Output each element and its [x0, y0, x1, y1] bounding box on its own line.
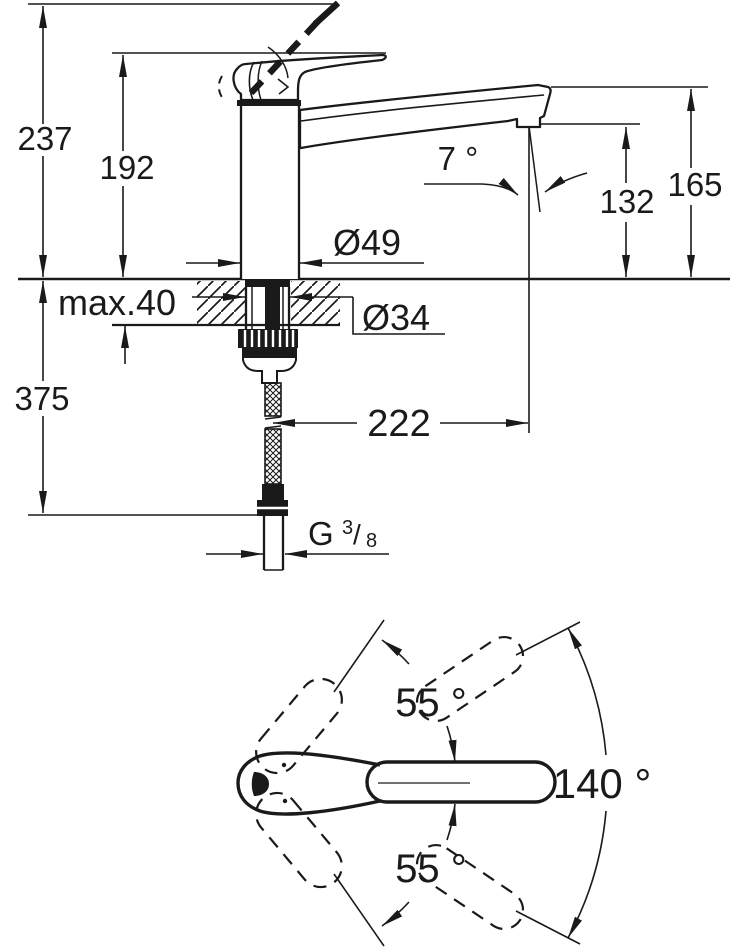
- angle-boundary-lines: [333, 619, 581, 947]
- dim-outlet-angle: 7 °: [438, 140, 479, 177]
- pivot-dot-bottom: [282, 798, 288, 804]
- handle-lever: [232, 53, 387, 102]
- dim-upper-handle-angle: 55 °: [395, 681, 467, 725]
- dim-spout-end-height: 165: [667, 166, 722, 203]
- faucet-body: [217, 0, 552, 279]
- dimension-total-height: 237: [17, 6, 73, 277]
- handle-positions-dashed: [255, 635, 525, 931]
- handle-collar-arc: [248, 61, 255, 101]
- pivot-dot-top: [281, 762, 287, 768]
- mounting-nut: [238, 329, 298, 384]
- top-view: 55 ° 55 ° 140 °: [236, 619, 652, 947]
- connection-pipe: [262, 516, 285, 571]
- handle-plan-view: [236, 751, 557, 816]
- paddle-marker: [251, 772, 269, 796]
- dimension-thread: G 3 / 8: [206, 515, 389, 558]
- dimension-outlet-height: 132: [599, 127, 655, 277]
- dim-thread-slash: /: [353, 519, 361, 550]
- deck-hatch-right: [291, 281, 340, 325]
- handle-ghost-upper-left: [255, 677, 343, 775]
- dimension-max-deck-thickness: max.40: [58, 282, 245, 364]
- dim-thread-numerator: 3: [342, 517, 353, 539]
- handle-ghost-upper-right: [415, 635, 525, 723]
- raised-handle-dashed: [248, 0, 341, 96]
- dimension-base-diameter: Ø49: [186, 222, 424, 267]
- handle-arm: [365, 760, 557, 804]
- dimension-spout-reach: 222: [273, 403, 528, 445]
- supply-hose: [257, 382, 288, 571]
- handle-angle-arcs: 55 ° 55 °: [381, 639, 467, 927]
- dim-spout-reach: 222: [367, 403, 430, 445]
- handle-paddle: [236, 751, 381, 816]
- dimension-handle-height: 192: [99, 55, 155, 277]
- dim-base-diameter: Ø49: [333, 222, 401, 263]
- dimension-spout-end-height: 165: [667, 89, 723, 277]
- handle-ghost-lower-right: [415, 843, 525, 931]
- swivel-range-arc: 140 °: [553, 627, 652, 939]
- handle-collar-arc2: [257, 60, 263, 101]
- dim-hose-drop: 375: [14, 380, 69, 417]
- deck-hatch-left: [197, 281, 245, 325]
- countertop-section: [18, 277, 730, 327]
- dim-lower-handle-angle: 55 °: [395, 847, 467, 891]
- dim-max-deck-thickness: max.40: [58, 282, 176, 323]
- spout-chamfer-line: [300, 94, 545, 122]
- dim-total-height: 237: [17, 120, 72, 157]
- dim-outlet-height: 132: [599, 183, 654, 220]
- dimension-hose-drop: 375: [14, 281, 70, 513]
- raised-handle-ghost-arc: [217, 75, 225, 101]
- dim-thread-denominator: 8: [366, 530, 377, 552]
- annotation-outlet-angle: 7 °: [424, 125, 588, 213]
- side-view: 237 192 165 132 375 max.4: [14, 0, 730, 571]
- dim-thread-prefix: G: [308, 515, 334, 552]
- dimension-hole-diameter: Ø34: [290, 293, 445, 338]
- handle-ghost-lower-left: [255, 791, 343, 889]
- dim-swivel-range: 140 °: [553, 760, 652, 807]
- rotation-chevron: [277, 78, 290, 95]
- dim-hole-diameter: Ø34: [362, 297, 430, 338]
- dim-handle-height: 192: [99, 149, 154, 186]
- mounting-shank: [244, 280, 291, 329]
- handle-base-bar: [237, 100, 301, 106]
- handle-swing-arc: [267, 46, 289, 79]
